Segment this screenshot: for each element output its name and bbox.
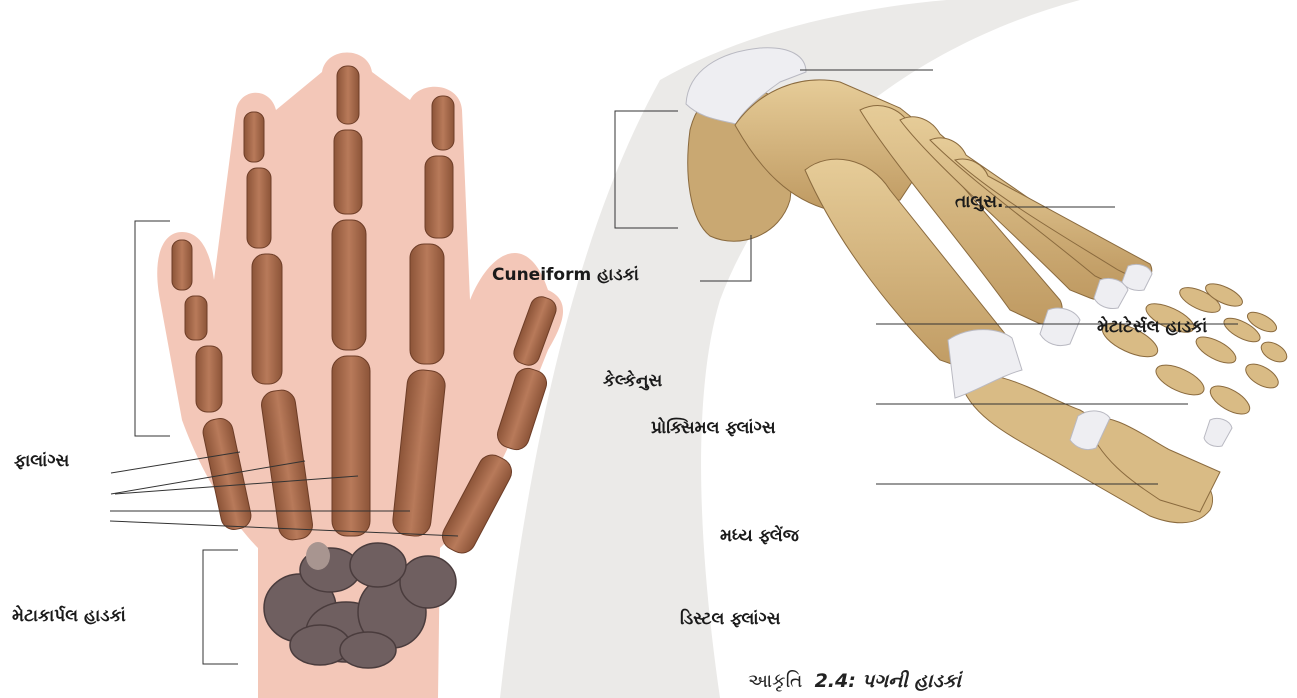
cuneiform-label: Cuneiform હાડકાં xyxy=(492,265,639,285)
figure-caption: આકૃતિ 2.4: પગની હાડકાં xyxy=(748,670,961,692)
caption-title: પગની હાડકાં xyxy=(862,670,961,692)
phalanges-label: ફાલાંગ્સ xyxy=(14,451,69,471)
proximal-phalanges-label: પ્રોક્સિમલ ફ્લાંગ્સ xyxy=(651,418,776,438)
metacarpal-label: મેટાકાર્પલ હાડકાં xyxy=(12,606,126,626)
distal-phalanges-label: ડિસ્ટલ ફ્લાંગ્સ xyxy=(680,609,780,629)
caption-prefix: આકૃતિ xyxy=(748,670,802,692)
calcaneus-label: કેલ્કેનુસ xyxy=(603,371,662,391)
hand-skeleton xyxy=(157,53,563,698)
foot-skeleton xyxy=(686,48,1290,523)
caption-number: 2.4: xyxy=(815,670,856,692)
middle-phalanges-label: મધ્ય ફ્લેંજ xyxy=(720,526,799,546)
talus-label: તાલુસ. xyxy=(955,192,1004,212)
metatarsal-label: મેટાટેર્સલ હાડકાં xyxy=(1097,317,1207,337)
